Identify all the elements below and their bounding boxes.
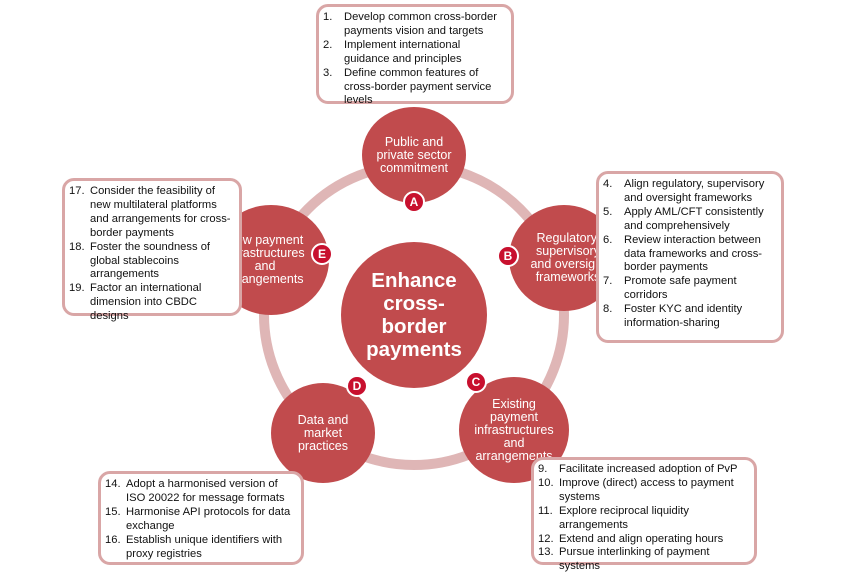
node-d-circle: Data and market practices xyxy=(271,383,375,483)
action-number: 6. xyxy=(603,233,613,246)
action-text: Adopt a harmonised version of ISO 20022 … xyxy=(126,478,285,504)
action-number: 7. xyxy=(603,275,613,288)
action-item: 18. Foster the soundness of global stable… xyxy=(69,241,233,283)
action-number: 19. xyxy=(69,282,85,295)
action-text: Extend and align operating hours xyxy=(559,532,724,545)
action-text: Explore reciprocal liquidity arrangement… xyxy=(559,504,689,531)
action-item: 14. Adopt a harmonised version of ISO 200… xyxy=(105,478,295,506)
action-item: 13. Pursue interlinking of payment system… xyxy=(538,546,748,574)
center-circle: Enhance cross-border payments xyxy=(341,242,487,388)
node-b-badge: B xyxy=(497,245,519,267)
action-text: Improve (direct) access to payment syste… xyxy=(559,476,734,503)
node-a-circle: Public and private sector commitment xyxy=(362,107,466,203)
action-text: Harmonise API protocols for data exchang… xyxy=(126,505,291,532)
action-text: Pursue interlinking of payment systems xyxy=(559,546,710,573)
action-text: Foster the soundness of global stablecoi… xyxy=(90,240,211,281)
action-text: Review interaction between data framewor… xyxy=(624,233,763,274)
action-text: Define common features of cross-border p… xyxy=(344,66,492,107)
actions-list-b: 4. Align regulatory, supervisory and over… xyxy=(599,174,781,331)
action-number: 11. xyxy=(538,504,553,517)
node-d-badge: D xyxy=(346,375,368,397)
action-number: 4. xyxy=(603,178,613,190)
actions-box-c: 9. Facilitate increased adoption of PvP 1… xyxy=(531,457,757,572)
actions-list-a: 1. Develop common cross-border payments v… xyxy=(319,7,511,108)
action-item: 8. Foster KYC and identity information-sh… xyxy=(603,303,775,331)
action-item: 15. Harmonise API protocols for data exch… xyxy=(105,506,295,534)
node-e-label: New payment infrastructures and arrangem… xyxy=(225,233,305,286)
action-number: 1. xyxy=(323,11,333,23)
action-number: 3. xyxy=(323,66,333,79)
action-item: 10. Improve (direct) access to payment sy… xyxy=(538,477,748,505)
action-item: 6. Review interaction between data framew… xyxy=(603,234,775,276)
action-item: 2. Implement international guidance and p… xyxy=(323,39,505,67)
action-text: Establish unique identifiers with proxy … xyxy=(126,533,283,560)
actions-box-a: 1. Develop common cross-border payments v… xyxy=(316,4,514,106)
action-item: 3. Define common features of cross-border… xyxy=(323,67,505,109)
action-item: 17. Consider the feasibility of new multi… xyxy=(69,185,233,241)
node-c-label: Existing payment infrastructures and arr… xyxy=(474,396,554,463)
action-number: 18. xyxy=(69,240,85,253)
action-number: 15. xyxy=(105,505,121,518)
action-number: 13. xyxy=(538,546,554,559)
action-number: 8. xyxy=(603,303,613,316)
action-item: 9. Facilitate increased adoption of PvP xyxy=(538,463,748,477)
node-c-badge: C xyxy=(465,371,487,393)
action-text: Foster KYC and identity information-shar… xyxy=(624,303,743,330)
node-a-label: Public and private sector commitment xyxy=(376,134,452,175)
action-text: Factor an international dimension into C… xyxy=(90,282,202,323)
action-number: 14. xyxy=(105,478,121,490)
node-d-label: Data and market practices xyxy=(297,412,349,453)
action-number: 16. xyxy=(105,533,121,546)
center-title: Enhance cross-border payments xyxy=(366,269,462,361)
action-number: 12. xyxy=(538,532,554,545)
action-text: Consider the feasibility of new multilat… xyxy=(90,185,231,239)
action-item: 4. Align regulatory, supervisory and over… xyxy=(603,178,775,206)
action-text: Facilitate increased adoption of PvP xyxy=(559,463,738,475)
node-a-badge: A xyxy=(403,191,425,213)
actions-box-d: 14. Adopt a harmonised version of ISO 200… xyxy=(98,471,304,565)
action-number: 2. xyxy=(323,38,333,51)
action-number: 17. xyxy=(69,185,85,197)
action-item: 5. Apply AML/CFT consistently and compreh… xyxy=(603,206,775,234)
action-item: 12. Extend and align operating hours xyxy=(538,533,748,547)
action-number: 10. xyxy=(538,476,554,489)
action-item: 11. Explore reciprocal liquidity arrangem… xyxy=(538,505,748,533)
actions-list-e: 17. Consider the feasibility of new multi… xyxy=(65,181,239,324)
actions-box-b: 4. Align regulatory, supervisory and over… xyxy=(596,171,784,343)
action-number: 5. xyxy=(603,205,613,218)
action-text: Apply AML/CFT consistently and comprehen… xyxy=(624,205,764,232)
actions-list-d: 14. Adopt a harmonised version of ISO 200… xyxy=(101,474,301,561)
action-item: 1. Develop common cross-border payments v… xyxy=(323,11,505,39)
action-text: Align regulatory, supervisory and oversi… xyxy=(624,178,765,204)
action-text: Develop common cross-border payments vis… xyxy=(344,11,497,37)
actions-list-c: 9. Facilitate increased adoption of PvP 1… xyxy=(534,460,754,574)
action-text: Promote safe payment corridors xyxy=(624,275,737,302)
action-item: 19. Factor an international dimension int… xyxy=(69,282,233,324)
action-item: 7. Promote safe payment corridors xyxy=(603,275,775,303)
node-e-badge: E xyxy=(311,243,333,265)
action-text: Implement international guidance and pri… xyxy=(344,38,462,65)
action-item: 16. Establish unique identifiers with pro… xyxy=(105,534,295,562)
actions-box-e: 17. Consider the feasibility of new multi… xyxy=(62,178,242,322)
action-number: 9. xyxy=(538,463,548,475)
node-b-label: Regulatory, supervisory and oversight fr… xyxy=(530,231,606,284)
